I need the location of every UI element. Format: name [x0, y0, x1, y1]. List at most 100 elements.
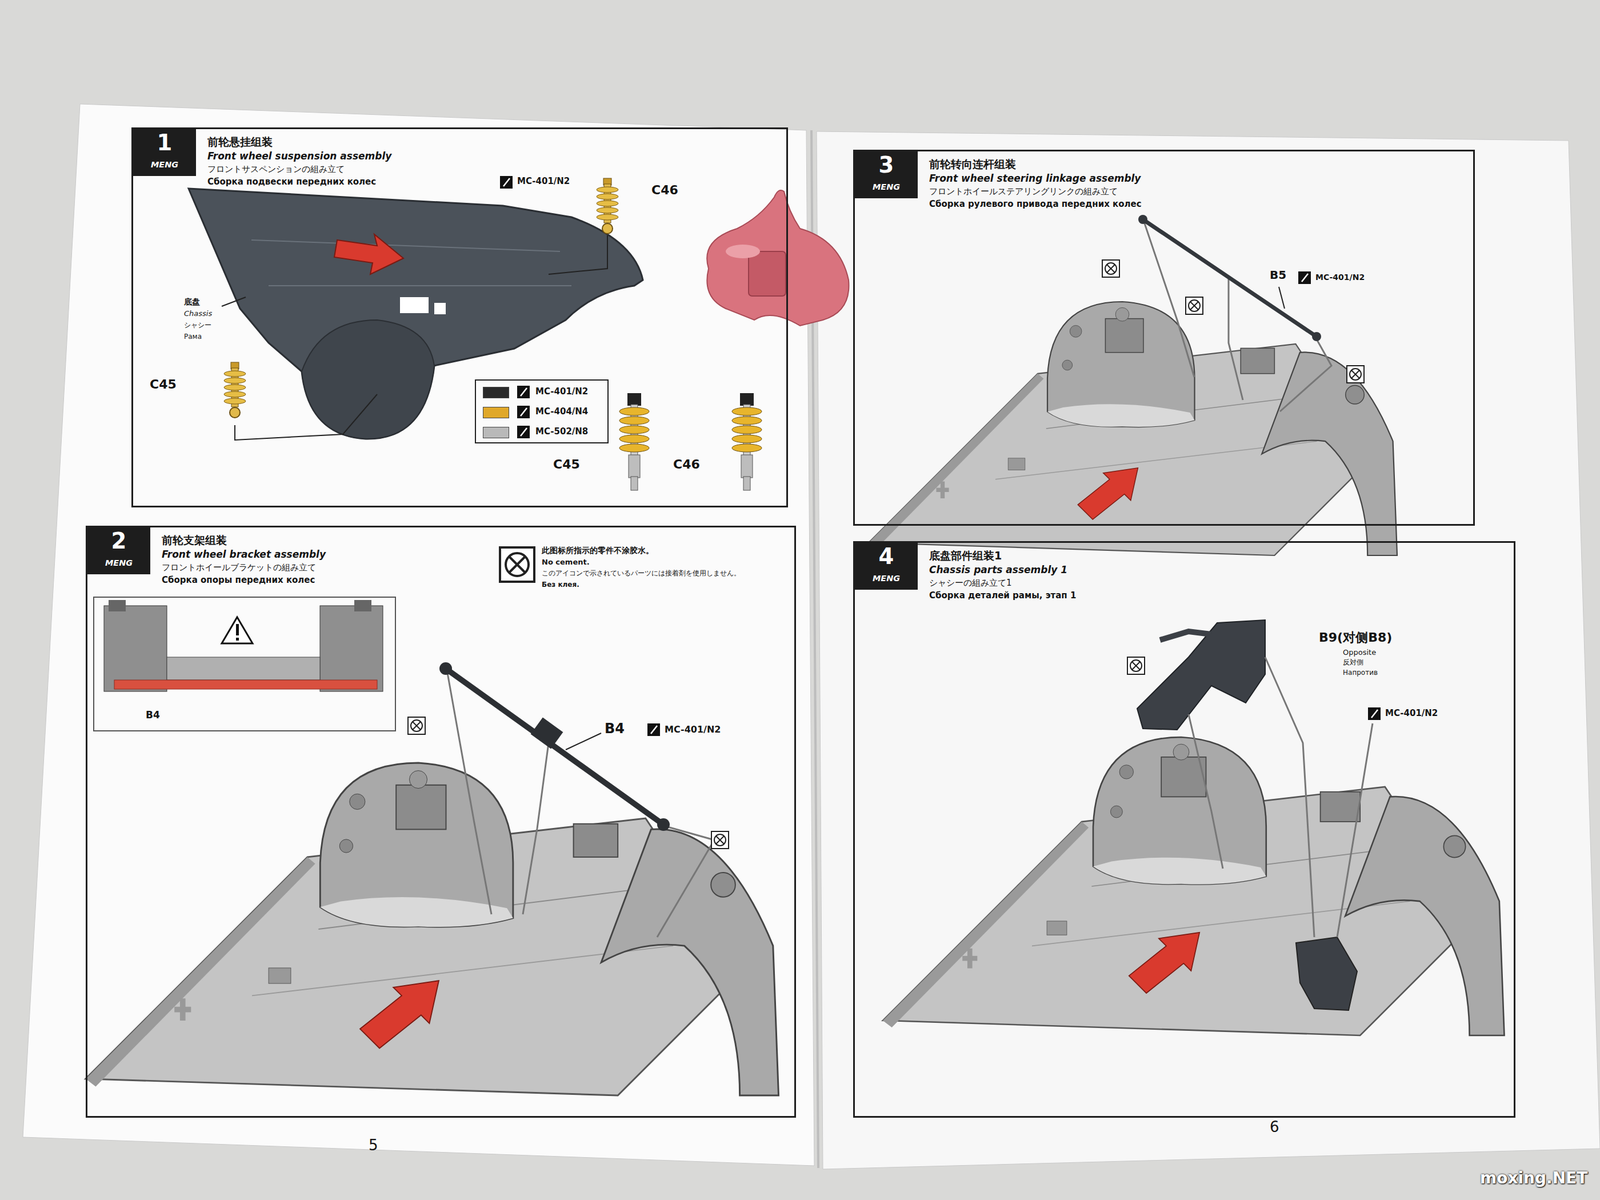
step-heading: B4 [145, 709, 160, 722]
paint-code: MC-401/N2 [517, 176, 570, 187]
step1-chassis [596, 178, 619, 234]
legend-text: MC-502/N8 [535, 426, 588, 437]
step-heading: Front wheel suspension assembly [207, 150, 392, 163]
step-heading: 前轮支架组装 [161, 534, 227, 547]
step1-chassis [301, 320, 435, 439]
paint-code: MC-401/N2 [664, 724, 721, 735]
step4-drawing [1265, 657, 1315, 938]
step-heading: フロントサスペンションの組み立て [207, 164, 345, 175]
step-panel: 前轮支架组装 Front wheel bracket assemblyフロントホイ… [85, 525, 796, 1118]
step4-drawing [1137, 620, 1266, 730]
step3-drawing [1312, 332, 1322, 342]
note-text: Без клея. [541, 581, 580, 590]
step3-drawing [1346, 365, 1364, 383]
step3-drawing [1185, 297, 1203, 315]
note-text: No cement. [541, 558, 590, 567]
step3-drawing [1298, 271, 1311, 284]
step2-drawing [530, 717, 564, 750]
step-heading: Сборка подвески передних колес [207, 177, 376, 187]
step2-inset [320, 605, 383, 692]
step2-drawing [522, 742, 549, 915]
step-number-badge: 1MENG [133, 129, 196, 176]
step-panel: 底盘部件组装1Chassis parts assembly 1シャシーの組み立て… [853, 541, 1516, 1118]
step2-inset [166, 657, 320, 680]
watermark: moxing.NET [1480, 1169, 1588, 1188]
step-heading: 前轮悬挂组装 [207, 136, 273, 149]
step1-chassis [619, 393, 650, 491]
step-heading: Сборка опоры передних колес [161, 575, 315, 586]
step2-drawing [85, 762, 779, 1096]
part-number: C45 [149, 377, 177, 392]
step-heading: フロントホイールステアリングリンクの組み立て [929, 186, 1118, 197]
step2-drawing [657, 825, 715, 938]
step4-drawing [1337, 723, 1373, 938]
step2-drawing [647, 723, 660, 736]
step2-inset [104, 600, 383, 692]
note-text: 此图标所指示的零件不涂胶水。 [541, 545, 654, 555]
step1-chassis [188, 188, 643, 439]
part-number: B5 [1269, 268, 1287, 282]
part-note: 反対側 [1342, 658, 1364, 667]
step-number-badge: 2MENG [87, 527, 151, 575]
step1-chassis [475, 380, 608, 443]
part-number: B9(对侧B8) [1318, 630, 1392, 645]
legend-swatch [482, 386, 510, 399]
step4-drawing [1188, 714, 1223, 869]
step-number: 1 [133, 130, 196, 156]
step1-chassis [434, 302, 446, 315]
step1-chassis [517, 425, 530, 439]
step-heading: Сборка рулевого привода передних колес [929, 199, 1142, 210]
part-number: C46 [651, 182, 679, 198]
step-heading: フロントホイールブラケットの組み立て [161, 562, 316, 573]
step2-drawing [500, 547, 535, 582]
step-heading: シャシーの組み立て1 [929, 578, 1012, 588]
page-number: 6 [1269, 1118, 1280, 1136]
step4-drawing [882, 620, 1505, 1036]
part-number: C46 [673, 457, 700, 472]
step2-drawing [711, 831, 729, 849]
booklet-pages [22, 104, 1600, 1170]
step4-drawing [1160, 631, 1212, 640]
step3-drawing [868, 214, 1398, 556]
part-number: C45 [553, 457, 580, 472]
step-heading: Chassis parts assembly 1 [929, 564, 1068, 576]
booklet-pages [22, 104, 815, 1166]
booklet-pages [816, 131, 1600, 1170]
step3-drawing [1142, 219, 1317, 337]
step-panel: 前轮转向连杆组装 Front wheel steering linkage ass… [853, 149, 1475, 526]
step3-drawing [868, 301, 1398, 556]
part-name: 底盘 [184, 297, 200, 307]
brand-logo: MENG [854, 573, 918, 584]
step3-drawing [1228, 277, 1243, 400]
step2-drawing [657, 818, 670, 831]
step3-drawing [1102, 260, 1120, 278]
step2-drawing [565, 733, 602, 750]
brand-logo: MENG [854, 182, 918, 192]
step4-drawing [1296, 937, 1358, 1011]
step-number: 3 [854, 152, 918, 178]
part-note: Напротив [1342, 669, 1378, 678]
step2-drawing [445, 668, 664, 825]
step-heading: Front wheel bracket assembly [161, 549, 326, 561]
pink-figure [725, 244, 760, 259]
step-heading: Front wheel steering linkage assembly [929, 173, 1141, 185]
step2-inset [114, 680, 378, 690]
step2-inset [221, 617, 253, 644]
step1-chassis [268, 285, 572, 287]
step2-inset [236, 624, 239, 636]
step2-inset [104, 605, 167, 692]
step4-drawing [882, 737, 1505, 1036]
step1-chassis [500, 176, 513, 189]
step1-chassis [224, 362, 246, 418]
part-name: シャシー [184, 321, 212, 330]
step2-inset [236, 637, 239, 641]
step-heading: 前轮转向连杆组装 [929, 158, 1016, 171]
step-number: 4 [854, 544, 918, 570]
step1-chassis [251, 240, 560, 252]
step3-drawing [1280, 337, 1332, 412]
paint-code: MC-401/N2 [1385, 708, 1438, 719]
step-number: 2 [87, 528, 151, 554]
step1-chassis [221, 297, 246, 307]
